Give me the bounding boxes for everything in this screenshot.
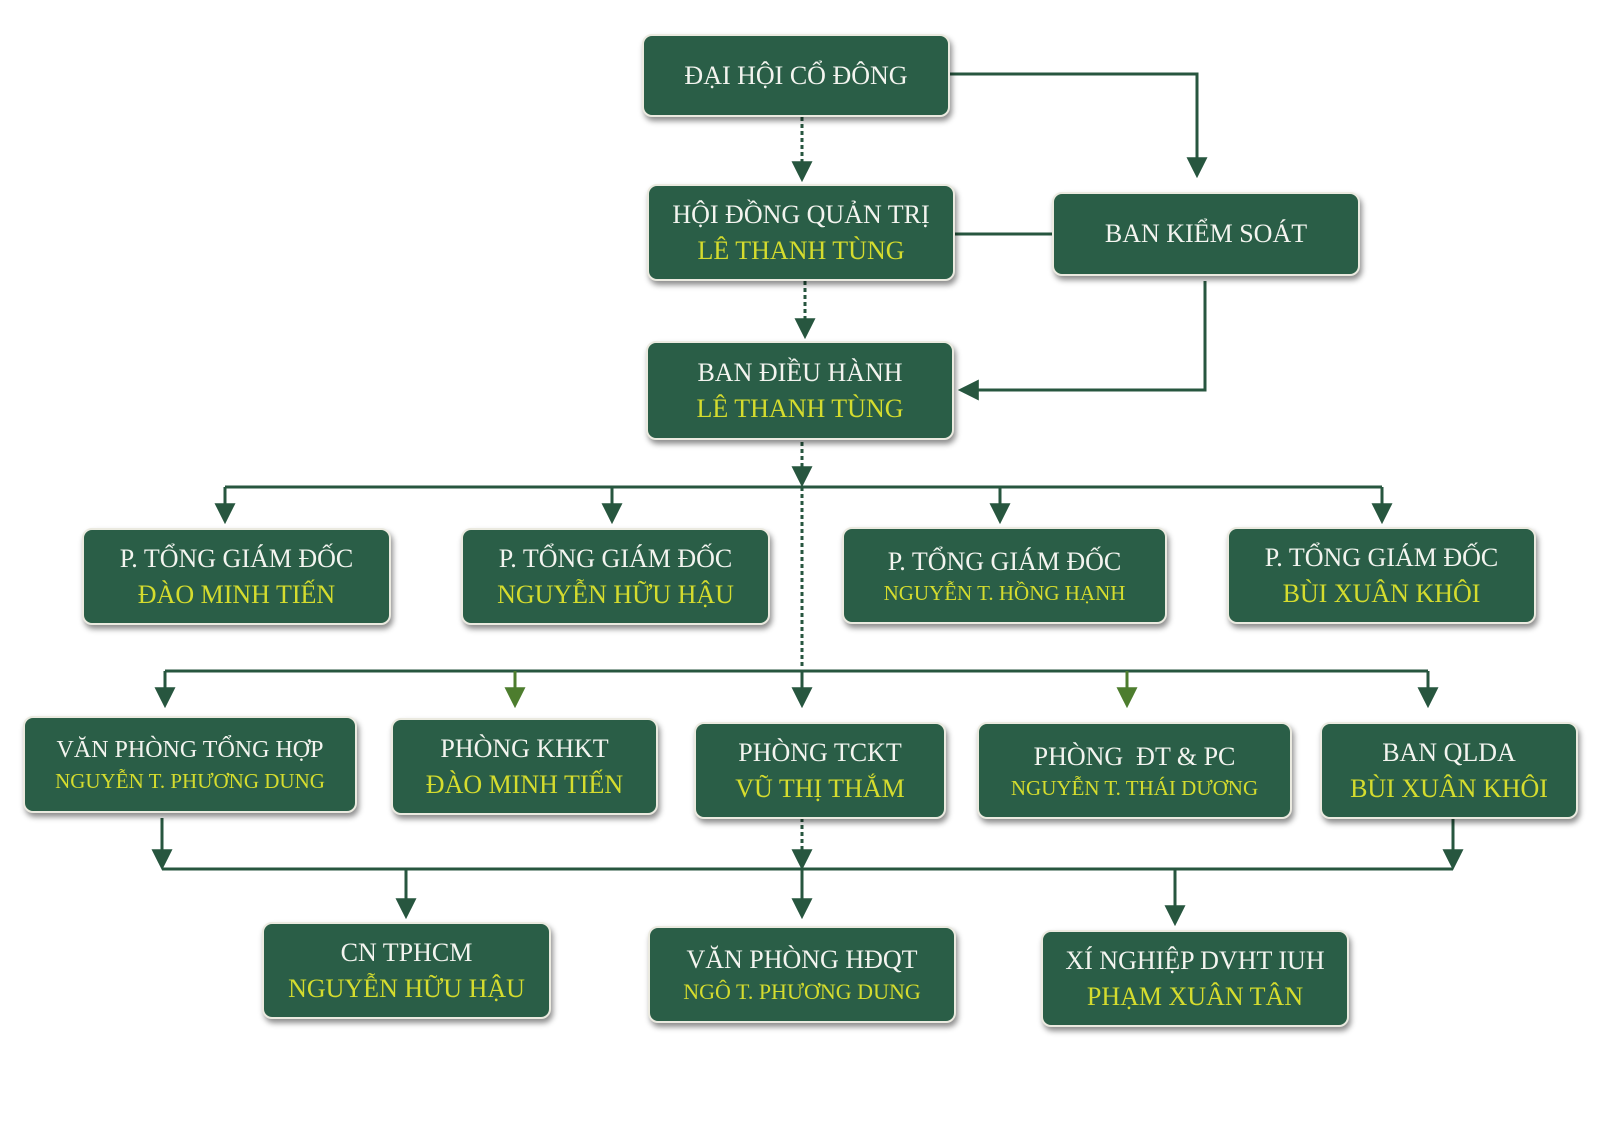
node-title: ĐẠI HỘI CỔ ĐÔNG: [684, 60, 908, 90]
node-title: BAN KIỂM SOÁT: [1104, 219, 1308, 249]
node-title: HỘI ĐỒNG QUẢN TRỊ: [672, 200, 930, 230]
node-person: BÙI XUÂN KHÔI: [1282, 578, 1481, 608]
node-supervisory: BAN KIỂM SOÁT: [1052, 192, 1360, 276]
node-person: BÙI XUÂN KHÔI: [1350, 773, 1548, 803]
node-department-1: VĂN PHÒNG TỔNG HỢP NGUYỄN T. PHƯƠNG DUNG: [23, 716, 357, 813]
node-person: LÊ THANH TÙNG: [697, 235, 905, 265]
node-shareholders: ĐẠI HỘI CỔ ĐÔNG: [642, 34, 950, 117]
node-person: NGUYỄN T. THÁI DƯƠNG: [1010, 775, 1259, 800]
node-title: P. TỔNG GIÁM ĐỐC: [119, 544, 354, 574]
node-person: NGUYỄN T. PHƯƠNG DUNG: [55, 768, 325, 793]
node-title: XÍ NGHIỆP DVHT IUH: [1065, 946, 1325, 976]
node-person: NGUYỄN HỮU HẬU: [288, 973, 525, 1003]
node-unit-2: VĂN PHÒNG HĐQT NGÔ T. PHƯƠNG DUNG: [648, 926, 956, 1023]
node-title: PHÒNG KHKT: [440, 734, 609, 764]
node-person: ĐÀO MINH TIẾN: [425, 769, 624, 799]
node-deputy-4: P. TỔNG GIÁM ĐỐC BÙI XUÂN KHÔI: [1227, 527, 1536, 624]
node-executive: BAN ĐIỀU HÀNH LÊ THANH TÙNG: [646, 341, 954, 440]
node-title: PHÒNG TCKT: [738, 738, 902, 768]
node-person: ĐÀO MINH TIẾN: [137, 579, 336, 609]
node-person: NGÔ T. PHƯƠNG DUNG: [683, 979, 921, 1005]
node-title: PHÒNG ĐT & PC: [1033, 741, 1236, 771]
node-unit-1: CN TPHCM NGUYỄN HỮU HẬU: [262, 922, 551, 1019]
node-board: HỘI ĐỒNG QUẢN TRỊ LÊ THANH TÙNG: [647, 184, 955, 281]
node-deputy-1: P. TỔNG GIÁM ĐỐC ĐÀO MINH TIẾN: [82, 528, 391, 625]
node-department-3: PHÒNG TCKT VŨ THỊ THẮM: [694, 722, 946, 819]
node-person: PHẠM XUÂN TÂN: [1086, 981, 1304, 1011]
node-title: BAN ĐIỀU HÀNH: [697, 358, 903, 388]
node-person: LÊ THANH TÙNG: [696, 393, 904, 423]
connector-shareholders-supervisory: [950, 72, 1208, 179]
node-title: P. TỔNG GIÁM ĐỐC: [1264, 543, 1499, 573]
node-department-2: PHÒNG KHKT ĐÀO MINH TIẾN: [391, 718, 658, 815]
node-title: VĂN PHÒNG TỔNG HỢP: [56, 737, 324, 764]
node-title: BAN QLDA: [1382, 738, 1516, 768]
node-title: P. TỔNG GIÁM ĐỐC: [887, 546, 1122, 576]
node-department-5: BAN QLDA BÙI XUÂN KHÔI: [1320, 722, 1578, 819]
node-person: VŨ THỊ THẮM: [735, 773, 905, 803]
connector-supervisory-executive: [957, 281, 1207, 401]
node-deputy-3: P. TỔNG GIÁM ĐỐC NGUYỄN T. HỒNG HẠNH: [842, 527, 1167, 624]
node-department-4: PHÒNG ĐT & PC NGUYỄN T. THÁI DƯƠNG: [977, 722, 1292, 819]
node-title: VĂN PHÒNG HĐQT: [686, 945, 918, 975]
node-deputy-2: P. TỔNG GIÁM ĐỐC NGUYỄN HỮU HẬU: [461, 528, 770, 625]
node-unit-3: XÍ NGHIỆP DVHT IUH PHẠM XUÂN TÂN: [1041, 930, 1349, 1027]
node-person: NGUYỄN HỮU HẬU: [497, 579, 734, 609]
node-title: CN TPHCM: [340, 938, 473, 968]
node-person: NGUYỄN T. HỒNG HẠNH: [883, 580, 1126, 605]
node-title: P. TỔNG GIÁM ĐỐC: [498, 544, 733, 574]
